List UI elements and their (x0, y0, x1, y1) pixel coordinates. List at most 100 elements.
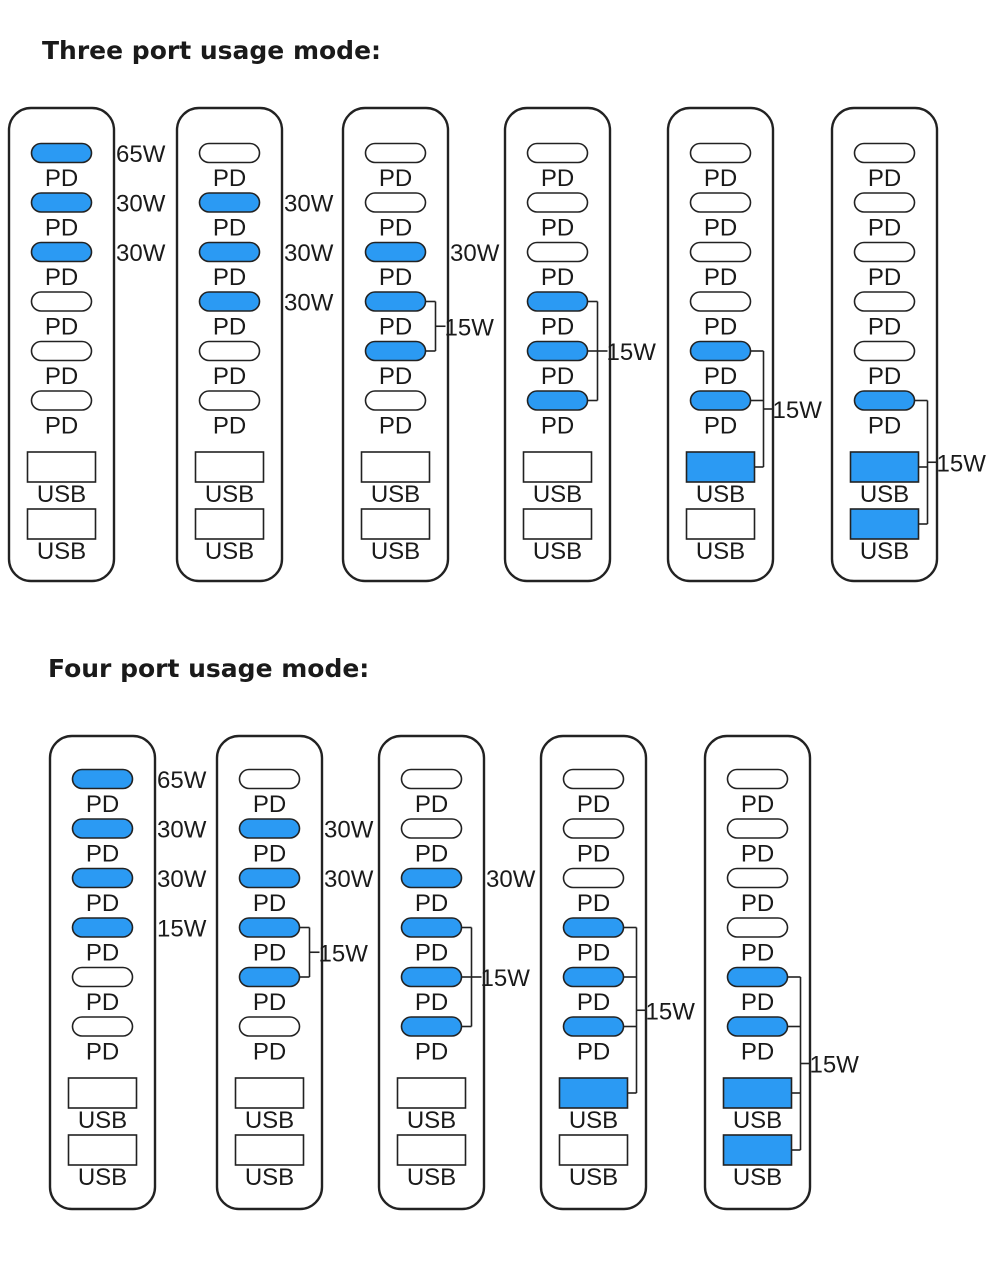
usb-a-port (234, 1077, 305, 1109)
pd-label: PD (741, 989, 774, 1016)
usb-c-port (400, 966, 463, 988)
usb-c-port (364, 390, 427, 411)
usb-c-port (562, 768, 625, 790)
usb-c-port (71, 1016, 134, 1037)
usb-a-port (194, 508, 265, 540)
usb-c-port (198, 192, 261, 213)
pd-label: PD (541, 363, 574, 390)
usb-c-port (400, 768, 463, 790)
shared-wattage-label: 15W (445, 314, 495, 341)
port-wattage-label: 30W (284, 240, 334, 267)
pd-label: PD (577, 791, 610, 818)
pd-label: PD (379, 264, 412, 291)
usb-label: USB (205, 538, 254, 565)
usb-c-port (689, 291, 752, 312)
pd-label: PD (45, 314, 78, 341)
pd-label: PD (86, 989, 119, 1016)
pd-label: PD (704, 363, 737, 390)
pd-label: PD (704, 314, 737, 341)
usb-c-port (364, 340, 427, 362)
usb-c-port (562, 818, 625, 839)
usb-a-port (522, 508, 593, 540)
pd-label: PD (541, 264, 574, 291)
usb-c-port (562, 917, 625, 938)
pd-label: PD (741, 890, 774, 917)
pd-label: PD (253, 841, 286, 868)
usb-a-port (26, 451, 97, 483)
pd-label: PD (86, 791, 119, 818)
usb-label: USB (407, 1164, 456, 1191)
usb-a-port (522, 451, 593, 483)
pd-label: PD (45, 413, 78, 440)
pd-label: PD (379, 215, 412, 242)
usb-c-port (198, 241, 261, 263)
four-port-heading: Four port usage mode: (48, 654, 370, 683)
pd-label: PD (415, 890, 448, 917)
shared-wattage-label: 15W (773, 397, 823, 424)
pd-label: PD (86, 940, 119, 967)
pd-label: PD (379, 413, 412, 440)
usb-label: USB (569, 1164, 618, 1191)
usb-label: USB (37, 481, 86, 508)
usb-c-port (364, 291, 427, 312)
pd-label: PD (741, 940, 774, 967)
usb-c-port (238, 1016, 301, 1037)
usb-c-port (526, 291, 589, 312)
usb-c-port (198, 340, 261, 362)
usb-label: USB (37, 538, 86, 565)
usb-c-port (853, 241, 916, 263)
usb-a-port (849, 451, 920, 483)
pd-label: PD (415, 1039, 448, 1066)
port-wattage-label: 30W (157, 817, 207, 844)
usb-c-port (30, 192, 93, 213)
pd-label: PD (415, 841, 448, 868)
usb-c-port (400, 818, 463, 839)
usb-c-port (400, 867, 463, 889)
usb-c-port (198, 291, 261, 312)
usb-label: USB (245, 1107, 294, 1134)
pd-label: PD (213, 165, 246, 192)
port-wattage-label: 30W (284, 191, 334, 218)
port-wattage-label: 30W (486, 866, 536, 893)
shared-wattage-label: 15W (937, 450, 987, 477)
usb-c-port (689, 241, 752, 263)
pd-label: PD (868, 314, 901, 341)
pd-label: PD (253, 989, 286, 1016)
usb-c-port (853, 291, 916, 312)
pd-label: PD (253, 890, 286, 917)
pd-label: PD (379, 363, 412, 390)
pd-label: PD (213, 363, 246, 390)
pd-label: PD (86, 890, 119, 917)
usb-label: USB (371, 538, 420, 565)
pd-label: PD (704, 413, 737, 440)
pd-label: PD (415, 940, 448, 967)
pd-label: PD (45, 165, 78, 192)
pd-label: PD (741, 1039, 774, 1066)
pd-label: PD (541, 314, 574, 341)
pd-label: PD (577, 940, 610, 967)
usb-a-port (360, 451, 431, 483)
pd-label: PD (415, 989, 448, 1016)
usb-a-port (396, 1077, 467, 1109)
pd-label: PD (213, 215, 246, 242)
usb-a-port (558, 1077, 629, 1109)
usb-c-port (726, 818, 789, 839)
usb-c-port (238, 768, 301, 790)
usb-c-port (562, 867, 625, 889)
usb-label: USB (407, 1107, 456, 1134)
usb-c-port (726, 917, 789, 938)
usb-c-port (689, 142, 752, 164)
usb-c-port (30, 291, 93, 312)
usb-c-port (526, 142, 589, 164)
usb-c-port (364, 142, 427, 164)
usb-c-port (71, 768, 134, 790)
pd-label: PD (213, 264, 246, 291)
pd-label: PD (213, 314, 246, 341)
port-wattage-label: 30W (284, 290, 334, 317)
pd-label: PD (577, 841, 610, 868)
usb-c-port (400, 917, 463, 938)
usb-c-port (71, 966, 134, 988)
usb-label: USB (733, 1164, 782, 1191)
